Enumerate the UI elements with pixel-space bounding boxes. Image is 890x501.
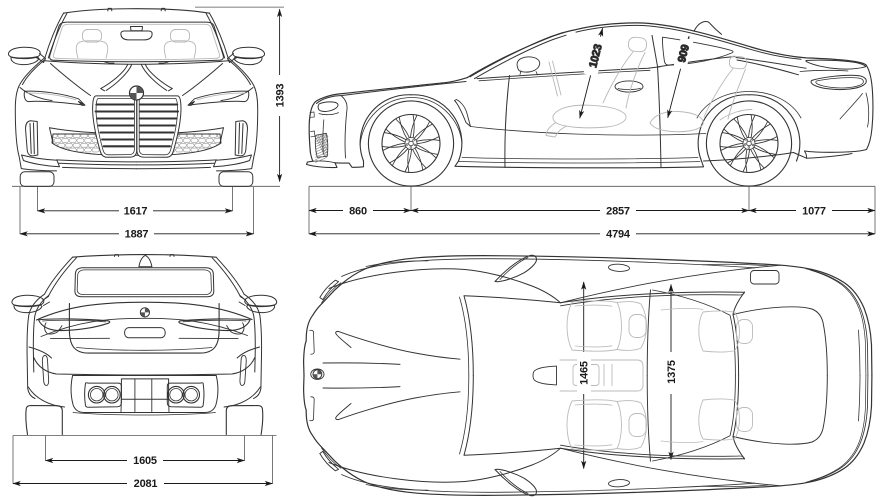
svg-text:1605: 1605 <box>133 455 157 467</box>
svg-text:909: 909 <box>676 43 692 63</box>
svg-text:1077: 1077 <box>802 206 826 218</box>
svg-text:4794: 4794 <box>606 229 631 241</box>
svg-text:2081: 2081 <box>134 478 158 490</box>
svg-text:1393: 1393 <box>275 84 287 108</box>
svg-text:1887: 1887 <box>125 229 149 241</box>
svg-text:1375: 1375 <box>666 360 678 384</box>
svg-text:1617: 1617 <box>124 206 148 218</box>
svg-text:860: 860 <box>349 206 367 218</box>
svg-text:1465: 1465 <box>579 361 591 385</box>
svg-text:2857: 2857 <box>606 206 630 218</box>
svg-text:1023: 1023 <box>587 43 604 69</box>
